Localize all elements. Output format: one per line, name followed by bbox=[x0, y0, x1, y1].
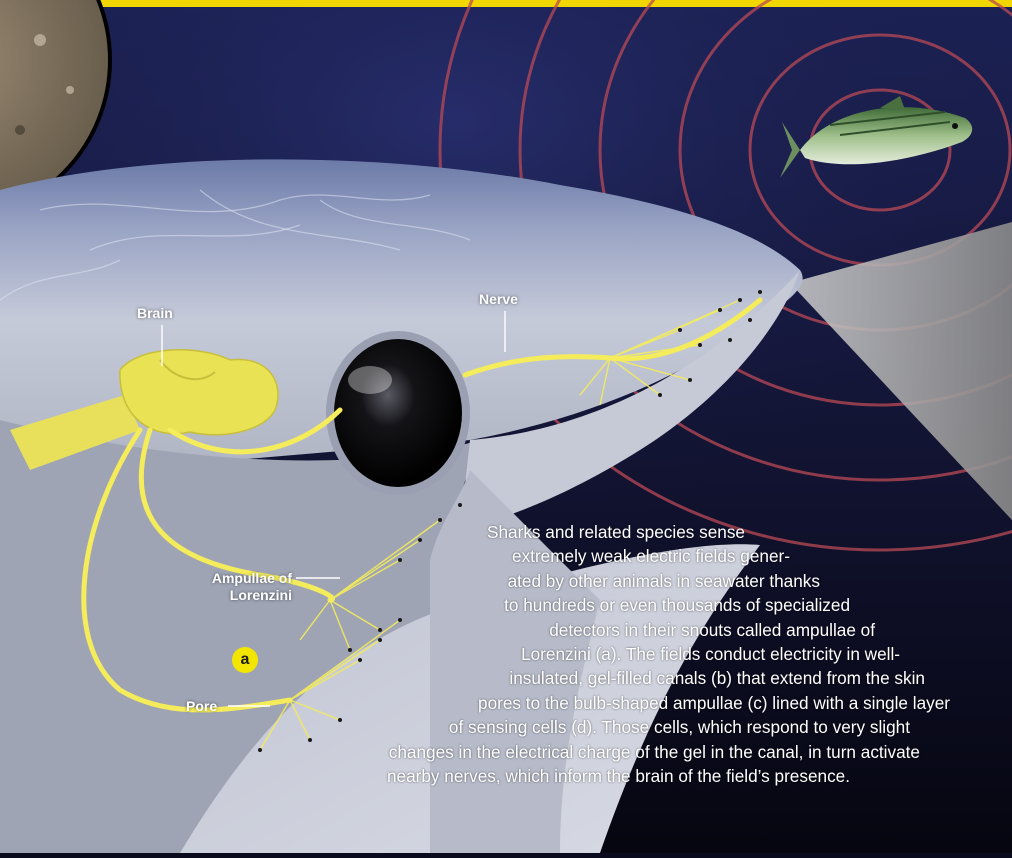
caption-line: of sensing cells (d). Those cells, which… bbox=[250, 715, 980, 739]
label-pore: Pore bbox=[186, 698, 217, 715]
caption-line: changes in the electrical charge of the … bbox=[250, 740, 980, 764]
caption-line: pores to the bulb-shaped ampullae (c) li… bbox=[250, 691, 980, 715]
top-color-bar bbox=[0, 0, 1012, 7]
caption-line: ated by other animals in seawater thanks bbox=[250, 569, 980, 593]
label-brain: Brain bbox=[137, 305, 173, 322]
caption-line: Sharks and related species sense bbox=[250, 520, 980, 544]
caption-line: nearby nerves, which inform the brain of… bbox=[250, 764, 980, 788]
caption-line: detectors in their snouts called ampulla… bbox=[250, 618, 980, 642]
caption-line: Lorenzini (a). The fields conduct electr… bbox=[250, 642, 980, 666]
caption-text: Sharks and related species sense extreme… bbox=[250, 520, 980, 788]
shark-eye bbox=[326, 331, 470, 495]
caption-line: insulated, gel-filled canals (b) that ex… bbox=[250, 666, 980, 690]
caption-line: to hundreds or even thousands of special… bbox=[250, 593, 980, 617]
caption-line: extremely weak electric fields gener- bbox=[250, 544, 980, 568]
label-nerve: Nerve bbox=[479, 291, 518, 308]
